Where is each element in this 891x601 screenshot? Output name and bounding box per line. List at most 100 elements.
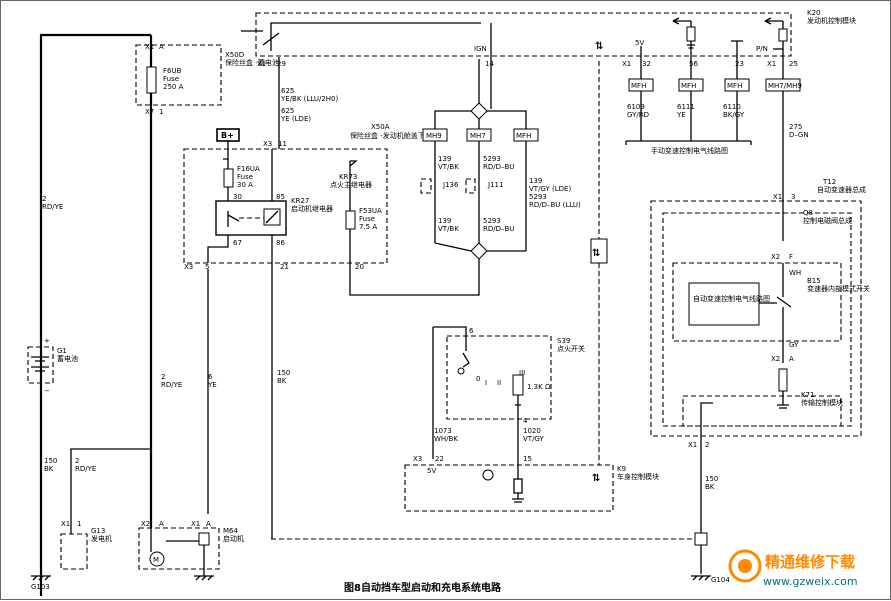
k20-pin-x1-right: X1 xyxy=(767,60,776,68)
s39-id: S39 xyxy=(557,337,570,345)
k20-internal-bus xyxy=(270,22,481,31)
battery-minus: − xyxy=(44,387,50,395)
j111-label: J111 xyxy=(487,181,503,189)
s39-contact-arm xyxy=(462,352,470,368)
wire-150a-num: 150 xyxy=(44,457,57,465)
connector-mh9-label: MH9 xyxy=(426,132,442,140)
battery-id: G1 xyxy=(57,347,67,355)
k71-pin-x2: X2 xyxy=(771,355,780,363)
q8-id: Q8 xyxy=(803,209,813,217)
watermark-logo-icon xyxy=(728,549,762,583)
k71-module-box xyxy=(682,395,842,427)
wire-6109-color: GY/RD xyxy=(627,111,649,119)
battery-cells xyxy=(31,356,49,372)
k20-name: 发动机控制模块 xyxy=(807,16,856,25)
x50a-pin-11: 11 xyxy=(278,140,287,148)
starter-pin-a2: A xyxy=(206,520,211,528)
mfh-drops xyxy=(640,91,738,141)
k9-bcm-box xyxy=(404,464,614,512)
kr27-switch xyxy=(227,211,240,227)
kr27-pin-67: 67 xyxy=(233,239,242,247)
wire-1073-color: WH/BK xyxy=(434,435,458,443)
k20-arrow-56 xyxy=(672,17,680,25)
kr27-pin-86: 86 xyxy=(276,239,285,247)
starter-pin-x2: X2 xyxy=(141,520,150,528)
starter-solenoid xyxy=(198,532,210,546)
wire-6110-num: 6110 xyxy=(723,103,741,111)
pn-label: P/N xyxy=(756,45,768,53)
wire-2b-num: 2 xyxy=(161,373,165,381)
k71-ground xyxy=(777,391,789,409)
k20-pin-x1-mid: X1 xyxy=(622,60,631,68)
j136-label: J136 xyxy=(442,181,459,189)
wire-6111-num: 6111 xyxy=(677,103,695,111)
wire-5293b-color: RD/D–BU xyxy=(483,225,514,233)
wire-150b-num: 150 xyxy=(277,369,290,377)
kr73-name: 点火主继电器 xyxy=(330,180,372,189)
starter-pin-a: A xyxy=(159,520,164,528)
bplus-feed xyxy=(223,141,229,160)
x50d-name: 保险丝盒 -蓄电池 xyxy=(225,58,279,67)
t12-pin-x1: X1 xyxy=(773,193,782,201)
k20-pin-56: 56 xyxy=(689,60,698,68)
wire-2b-color: RD/YE xyxy=(161,381,182,389)
t12-id: T12 xyxy=(822,178,836,186)
j136-connector xyxy=(420,178,432,194)
k20-5v-label: 5V xyxy=(635,39,644,47)
manual-circuit-ref: 手动变速控制电气线路图 xyxy=(651,146,728,155)
x50a-pin-x3-top: X3 xyxy=(263,140,272,148)
k9-sense-circle xyxy=(482,469,494,481)
f53ua-fuse-icon xyxy=(345,210,356,230)
k9-pin-22: 22 xyxy=(435,455,444,463)
s39-name: 点火开关 xyxy=(557,344,585,353)
starter-name: 启动机 xyxy=(223,534,244,543)
wire-2a-num: 2 xyxy=(42,195,46,203)
generator-id: G13 xyxy=(91,527,105,535)
data-link-arrow-center: ⇅ xyxy=(592,248,600,259)
wire-625a-num: 625 xyxy=(281,87,294,95)
k9-pin-x3: X3 xyxy=(413,455,422,463)
x50a-name: 保险丝盒 -发动机舱盖下 xyxy=(350,131,425,140)
connector-mh7mh9-label: MH7/MH9 xyxy=(768,82,802,90)
splice-top-branches xyxy=(434,110,527,129)
s39-switch-box xyxy=(446,335,552,420)
wire-150c-color: BK xyxy=(705,483,715,491)
generator-name: 发电机 xyxy=(91,534,112,543)
wire-150b-color: BK xyxy=(277,377,287,385)
f53ua-id: F53UA xyxy=(359,207,382,215)
f53ua-type: Fuse xyxy=(359,215,375,223)
ground-g103-label: G103 xyxy=(31,583,50,591)
wires-mh-drops xyxy=(434,141,527,251)
k9-input-ground xyxy=(512,459,524,503)
wire-150c-num: 150 xyxy=(705,475,718,483)
k71-pin-a: A xyxy=(789,355,794,363)
k20-switch-blade xyxy=(262,32,280,46)
kr27-pin-30: 30 xyxy=(233,193,242,201)
wire-625b-color: YE (LDE) xyxy=(280,115,311,123)
wire-1073-num: 1073 xyxy=(434,427,452,435)
x50a-fuse-box xyxy=(183,148,388,264)
b15-name: 变速器内部模式开关 xyxy=(807,284,870,293)
k9-5v-label: 5V xyxy=(427,467,436,475)
bplus-label: B+ xyxy=(221,131,234,140)
battery-plus: + xyxy=(44,337,50,345)
wire-625a-color: YE/BK (LLU/2H0) xyxy=(280,95,339,103)
connector-mfh-2-label: MFH xyxy=(681,82,696,90)
f16ua-fuse-icon xyxy=(223,168,234,188)
wire-275-num: 275 xyxy=(789,123,802,131)
wire-battery-positive-main xyxy=(39,33,151,596)
x50a-id: X50A xyxy=(371,123,390,131)
k71-id: K71 xyxy=(801,391,815,399)
wire-139c-color: VT/GY (LDE) xyxy=(529,185,571,193)
x50d-pin-a: A xyxy=(159,43,164,51)
t12-pin-3: 3 xyxy=(791,193,795,201)
f6ub-type: Fuse xyxy=(163,75,179,83)
k20-pin-x1-left: X1 xyxy=(257,60,266,68)
ign-label: IGN xyxy=(474,45,487,53)
x50d-fuse-box xyxy=(135,44,222,106)
s39-resistor-value: 1.3K Ω xyxy=(527,383,551,391)
s39-pin-6: 6 xyxy=(469,327,474,335)
wire-2a-color: RD/YE xyxy=(42,203,63,211)
watermark-title: 精通维修下载 xyxy=(765,553,855,571)
